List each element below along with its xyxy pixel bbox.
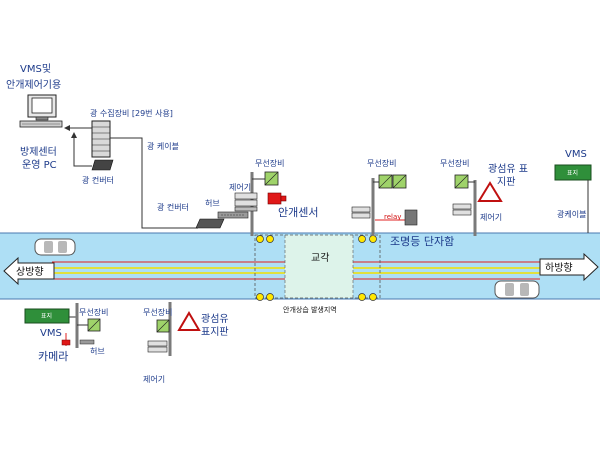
warning-triangle-icon	[477, 181, 503, 202]
car-icon	[494, 280, 540, 299]
control-center-caption-2: 운영 PC	[22, 159, 57, 171]
pole-bottom: 무선장비 제어기 광섬유 표지판	[143, 302, 229, 384]
server-rack-icon	[91, 120, 111, 158]
vms-right-label: VMS	[565, 149, 587, 160]
pole-3: 무선장비 제어기 광섬유 표 지판	[440, 158, 528, 236]
wireless-icon	[264, 171, 279, 186]
pole-bottom-controller-label: 제어기	[143, 374, 165, 384]
controller-icon	[234, 192, 258, 212]
vms-right: VMS 표지 광케이블	[554, 149, 592, 233]
fog-zone	[254, 234, 381, 299]
relay-box-icon	[404, 209, 418, 226]
vms-right-cable-label: 광케이블	[557, 209, 586, 219]
car-icon	[34, 238, 76, 256]
converter-to-pc-arrow	[71, 132, 92, 167]
pole2-wireless-label: 무선장비	[367, 158, 396, 168]
pole-2: 무선장비 relay	[351, 158, 418, 236]
wireless-icon	[156, 319, 170, 333]
converter-icon	[91, 159, 114, 171]
fiber-cable-line	[110, 137, 198, 229]
fog-zone-label: 안개상습 발생지역	[283, 305, 337, 314]
collector-label: 광 수집장비 [29번 사용]	[90, 108, 173, 118]
vms-sign-icon	[554, 164, 592, 181]
downbound-arrow: 하방향	[539, 252, 599, 282]
vms-left-label: VMS	[40, 328, 62, 339]
hub-icon	[79, 339, 95, 345]
control-center-caption-1: 방제센터	[20, 146, 57, 158]
fog-sensor-icon	[267, 192, 287, 205]
controller-icon	[147, 340, 168, 353]
hub-top-label: 허브	[205, 199, 220, 208]
computer-icon	[19, 94, 63, 128]
warning-triangle-icon	[177, 311, 201, 331]
wireless-icon	[87, 318, 101, 332]
downbound-label: 하방향	[545, 261, 573, 274]
pole3-sign-label-2: 지판	[497, 176, 515, 188]
vms-left-hub-label: 허브	[90, 347, 105, 356]
cable-left-label: 광 케이블	[147, 141, 179, 151]
lighting-label: 조명등 단자함	[390, 235, 454, 248]
upbound-label: 상방향	[16, 266, 44, 278]
pole1-wireless-label: 무선장비	[255, 158, 284, 168]
controller-icon	[351, 206, 371, 219]
pole-1: 무선장비 제어기 안개센서	[229, 158, 318, 236]
control-center-title-2: 안개제어기용	[6, 79, 61, 91]
converter-road-label: 광 컨버터	[157, 202, 189, 212]
wireless-icon	[454, 174, 469, 189]
controller-icon	[452, 203, 472, 216]
control-center: VMS및 안개제어기용 방제센터 운영 PC	[6, 63, 63, 171]
vms-left-wireless-label: 무선장비	[79, 307, 108, 317]
vms-sign-icon	[24, 308, 70, 324]
control-center-title-1: VMS및	[20, 63, 51, 75]
vms-right-sign-text: 표지	[567, 169, 578, 177]
vms-left-sign-text: 표지	[41, 312, 52, 320]
pole-bottom-wireless-label: 무선장비	[143, 307, 172, 317]
pole-bottom-sign-label-2: 표지판	[201, 326, 229, 338]
pole3-sign-label-1: 광섬유 표	[488, 163, 528, 175]
pole1-sensor-label: 안개센서	[278, 206, 318, 219]
road-converter-icon	[195, 218, 225, 229]
pole3-controller-label: 제어기	[480, 212, 502, 222]
lamp-icon	[256, 235, 377, 301]
collector-to-pc-arrow	[64, 125, 92, 131]
vms-left-camera-label: 카메라	[38, 350, 68, 363]
hub-icon	[217, 211, 249, 219]
pole-bottom-sign-label-1: 광섬유	[201, 313, 229, 325]
wireless-icon	[378, 174, 407, 189]
vms-left: 표지 VMS 무선장비 카메라 허브	[24, 303, 108, 363]
pole2-relay-label: relay	[384, 213, 401, 221]
pole3-wireless-label: 무선장비	[440, 158, 469, 168]
camera-icon	[61, 333, 71, 346]
converter-left-label: 광 컨버터	[82, 175, 114, 185]
pier-label: 교각	[311, 252, 329, 264]
pole1-controller-label: 제어기	[229, 182, 251, 192]
upbound-arrow: 상방향	[3, 256, 55, 286]
